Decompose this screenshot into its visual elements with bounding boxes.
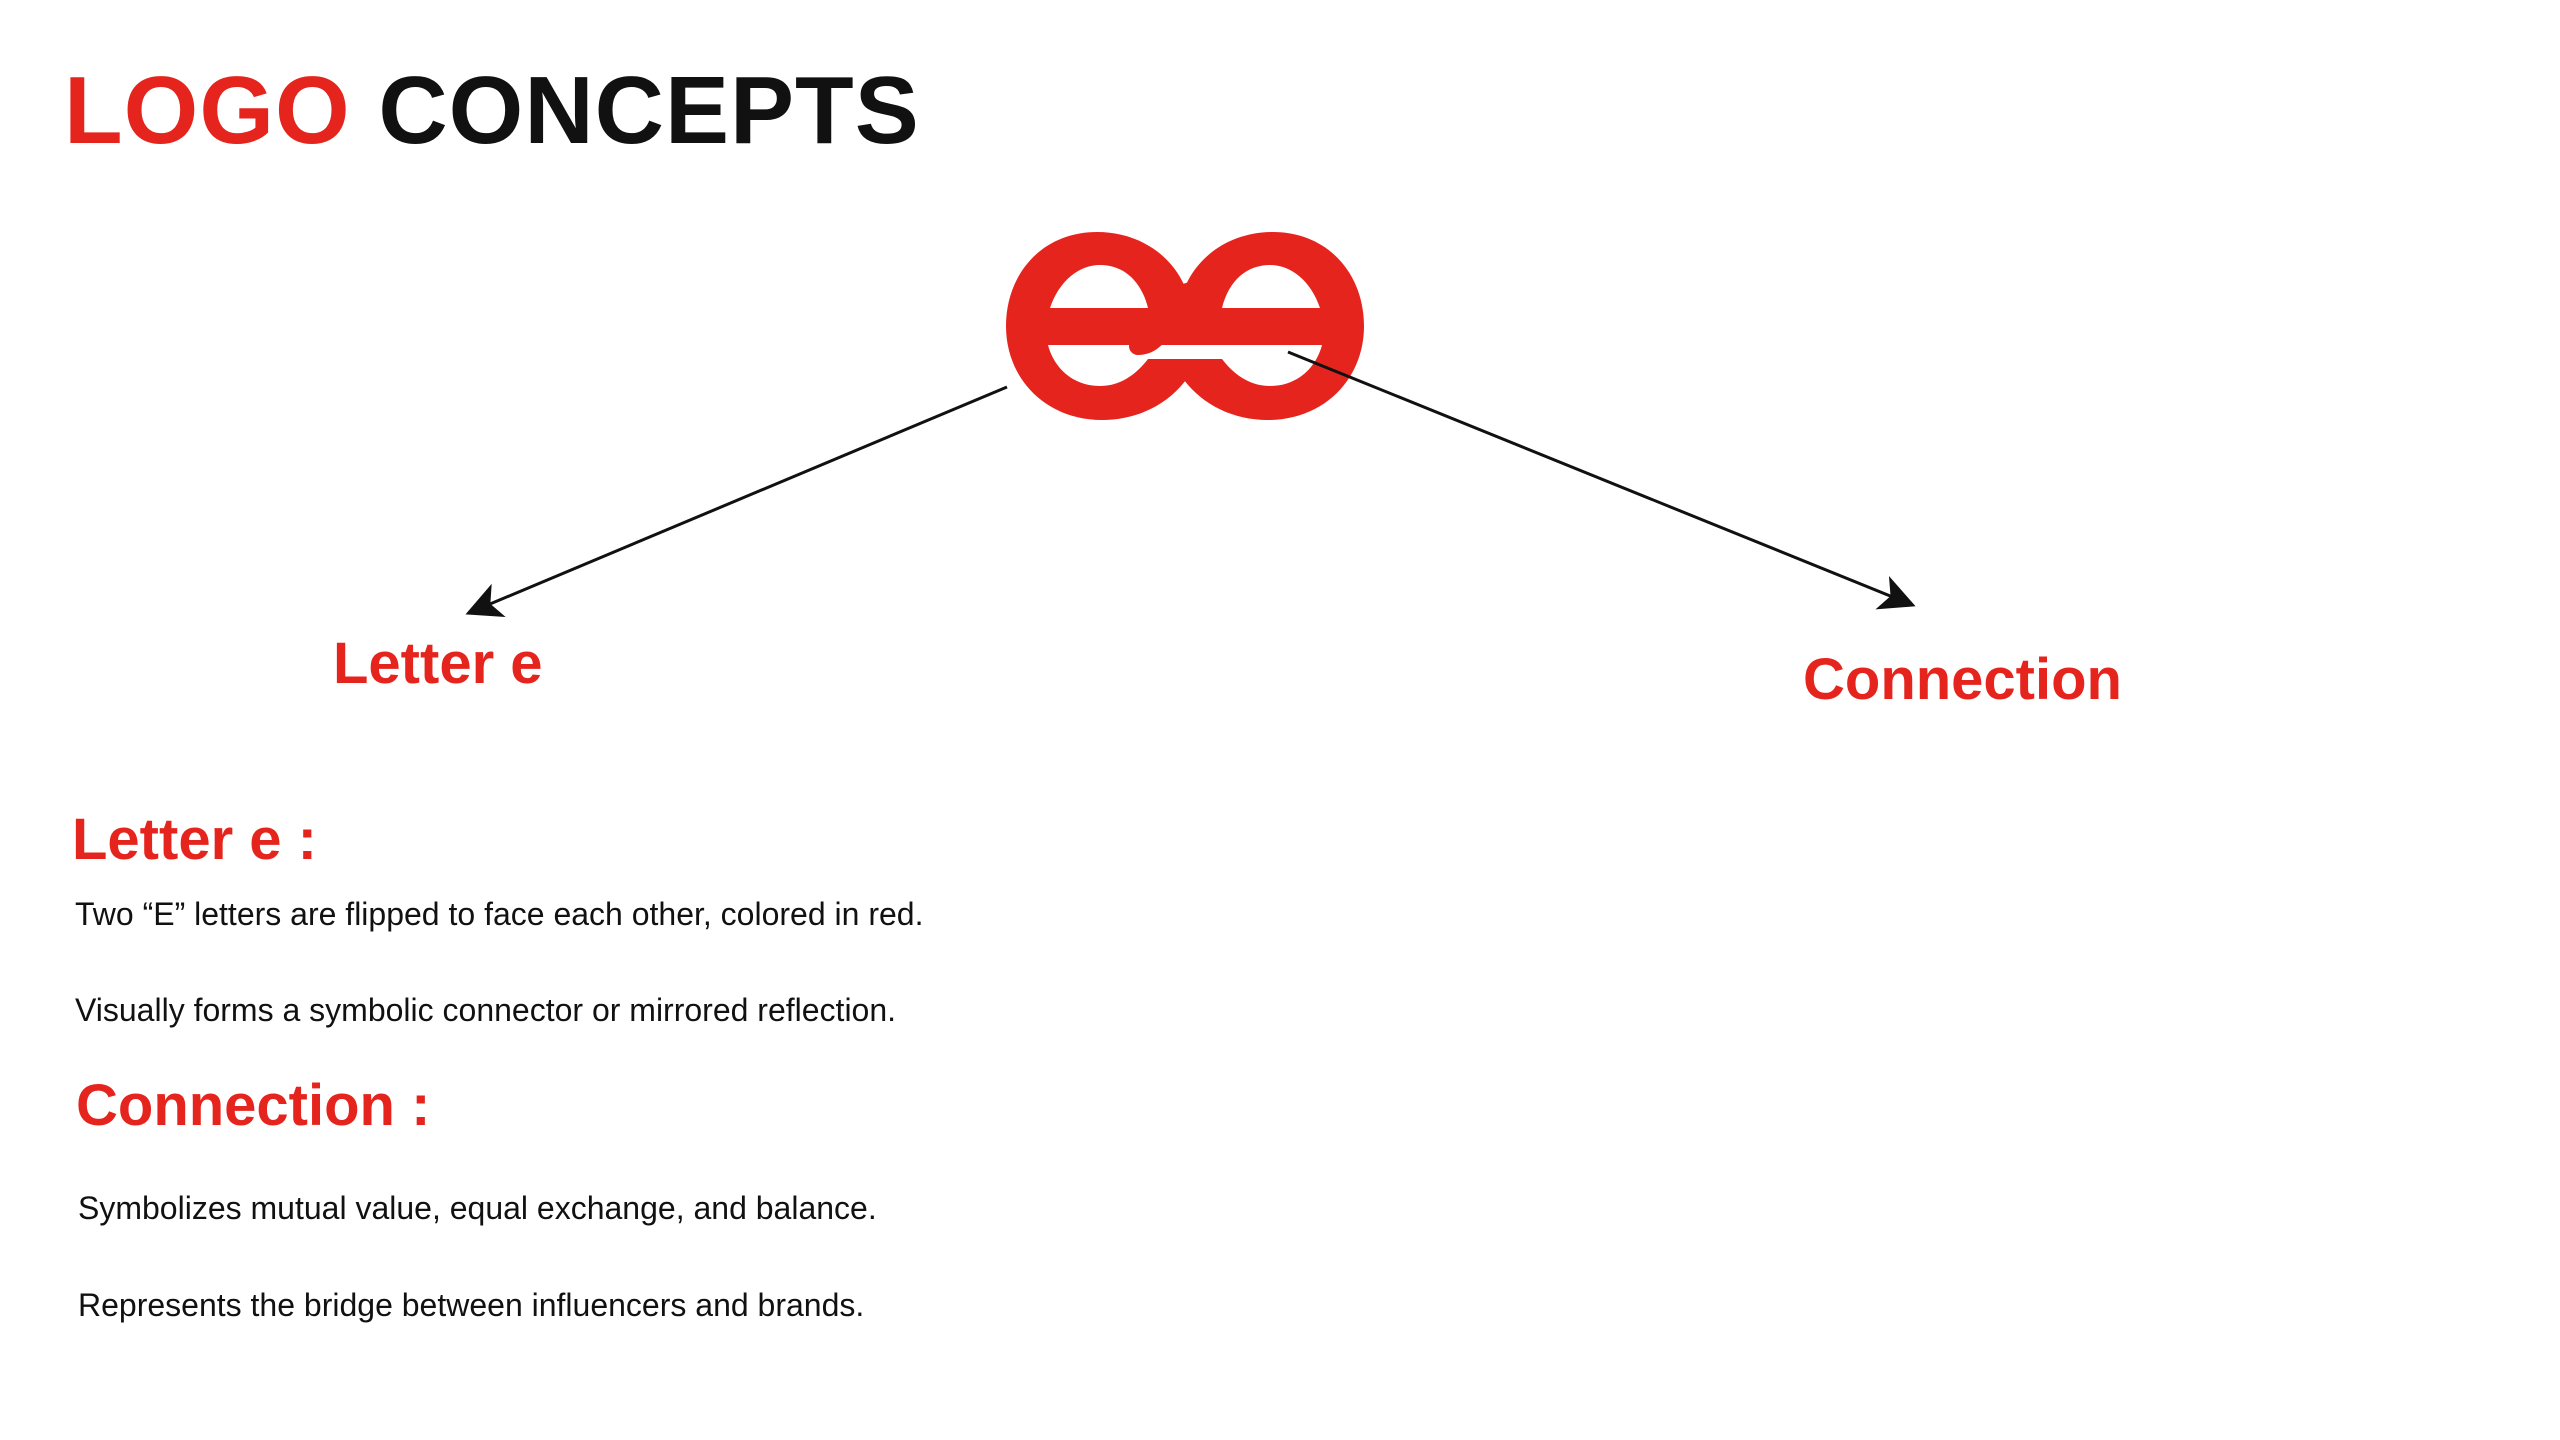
section-connection-line-2: Represents the bridge between influencer… <box>78 1287 865 1323</box>
mirrored-ee-logo-icon <box>1006 232 1364 420</box>
section-heading-letter-e: Letter e : <box>72 807 317 872</box>
page-title: LOGO CONCEPTS <box>64 56 920 166</box>
page-title-accent: LOGO <box>64 57 351 164</box>
branch-label-letter-e: Letter e <box>333 631 543 696</box>
section-letter-e: Letter e : Two “E” letters are flipped t… <box>72 806 1472 1030</box>
section-letter-e-line-1: Two “E” letters are flipped to face each… <box>75 896 924 932</box>
branch-label-connection: Connection <box>1803 647 2122 712</box>
left-arrow <box>465 385 1008 617</box>
page-title-main: CONCEPTS <box>378 57 920 164</box>
section-connection-line-1: Symbolizes mutual value, equal exchange,… <box>78 1190 877 1226</box>
right-arrow <box>1287 350 1916 610</box>
section-connection: Connection : Symbolizes mutual value, eq… <box>72 1072 1472 1325</box>
section-heading-connection: Connection : <box>76 1073 431 1138</box>
section-letter-e-line-2: Visually forms a symbolic connector or m… <box>75 992 897 1028</box>
